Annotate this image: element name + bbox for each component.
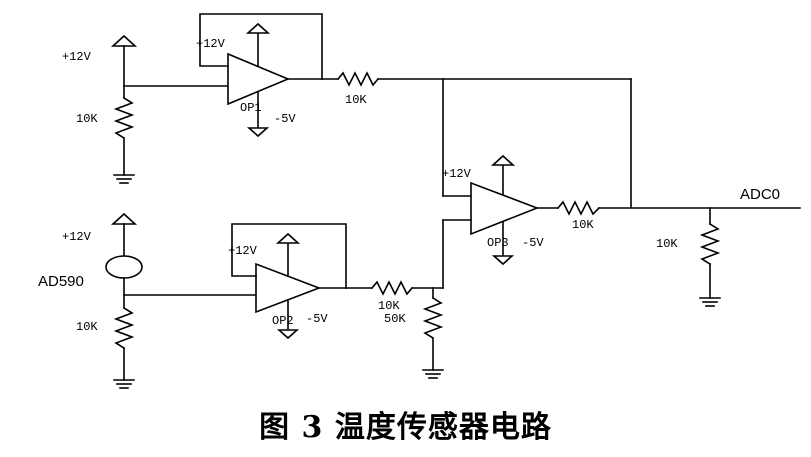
- op3-triangle: [470, 181, 540, 236]
- sensor-resistor-label: 10K: [76, 320, 98, 334]
- op3-neg-supply-arrow-icon: [491, 255, 515, 266]
- op1-supply-arrow-icon: [245, 22, 271, 34]
- output-ground-icon: [699, 297, 721, 307]
- op3-supply-label: +12V: [442, 167, 472, 181]
- temperature-sensor-schematic: +12V 10K +12V OP1 -5V 10K: [38, 13, 801, 389]
- op1-neg-supply-label: -5V: [274, 112, 296, 126]
- op3-output-resistor-label: 10K: [572, 218, 594, 232]
- op2-supply-arrow-icon: [275, 232, 301, 244]
- top-supply-label: +12V: [62, 50, 92, 64]
- sensor-branch: +12V AD590 10K: [38, 212, 257, 389]
- op3-amplifier: +12V OP3 -5V: [442, 154, 544, 266]
- op2-output-resistor: [370, 280, 414, 296]
- output-load-resistor: [699, 222, 721, 266]
- sensor-ground-icon: [113, 379, 135, 389]
- op3-supply-arrow-icon: [490, 154, 516, 166]
- op1-output-resistor-label: 10K: [345, 93, 367, 107]
- op3-neg-supply-label: -5V: [522, 236, 544, 250]
- op2-buffer: +12V OP2 -5V: [228, 223, 347, 340]
- op2-supply-label: +12V: [228, 244, 258, 258]
- op2-label: OP2: [272, 314, 294, 328]
- sensor-label: AD590: [38, 273, 84, 290]
- op3-output-resistor: [556, 200, 601, 216]
- op1-label: OP1: [240, 101, 262, 115]
- op2-neg-supply-label: -5V: [306, 312, 328, 326]
- ground-resistor-50k: [422, 296, 444, 340]
- figure-caption: 图 3 温度传感器电路: [259, 410, 552, 445]
- ground-resistor-50k-label: 50K: [384, 312, 406, 326]
- output-label: ADC0: [740, 186, 780, 203]
- op3-ground-icon: [422, 369, 444, 379]
- top-input-resistor-label: 10K: [76, 112, 98, 126]
- top-supply-arrow-icon: [110, 34, 138, 87]
- sensor-supply-arrow-icon: [110, 212, 138, 225]
- op2-output-resistor-label: 10K: [378, 299, 400, 313]
- output-load-resistor-label: 10K: [656, 237, 678, 251]
- sensor-resistor: [113, 306, 135, 350]
- op1-output-resistor: [336, 71, 380, 87]
- op3-label: OP3: [487, 236, 509, 250]
- sensor-supply-label: +12V: [62, 230, 92, 244]
- ad590-sensor-icon: [105, 255, 143, 279]
- op1-neg-supply-arrow-icon: [246, 127, 270, 138]
- top-input-branch: +12V 10K: [62, 34, 229, 184]
- op2-neg-supply-arrow-icon: [276, 329, 300, 340]
- top-input-ground-icon: [113, 174, 135, 184]
- op1-supply-label: +12V: [196, 37, 226, 51]
- top-input-resistor: [113, 96, 135, 140]
- op1-buffer: +12V OP1 -5V: [196, 13, 323, 138]
